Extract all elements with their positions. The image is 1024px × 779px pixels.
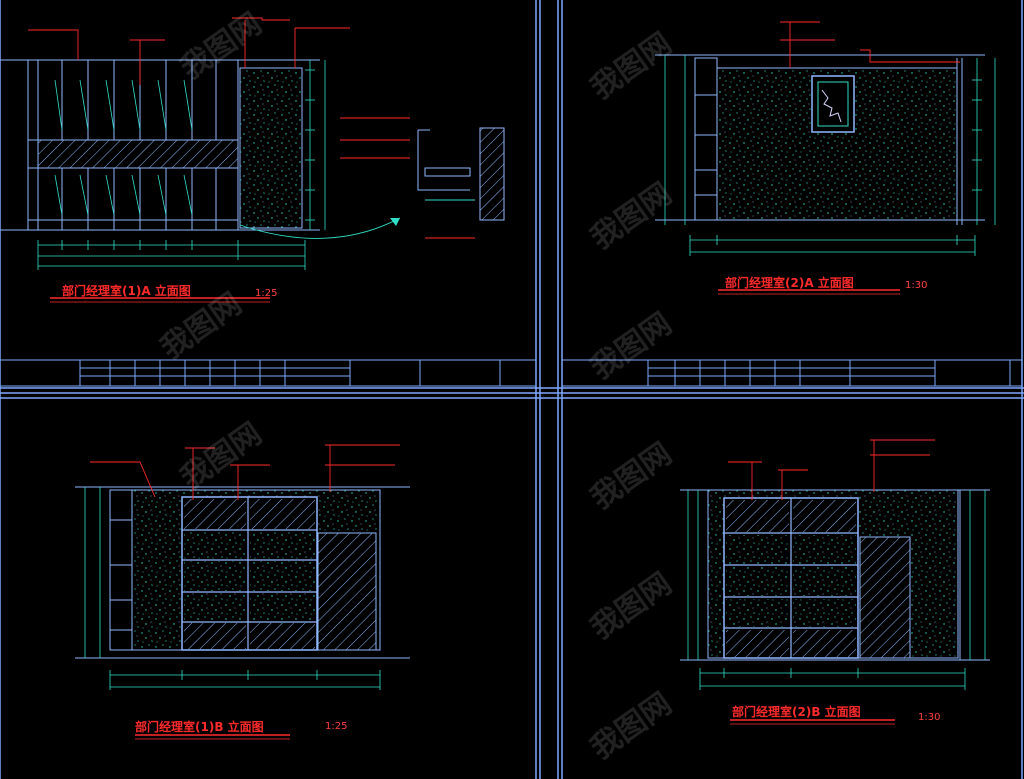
watermark-3: 我图网 [585,176,679,256]
title-block-right [561,359,1023,387]
watermark-4: 我图网 [585,306,679,386]
watermark-8: 我图网 [585,566,679,646]
panel-scale-tr: 1:30 [905,280,927,291]
panel-scale-br: 1:30 [918,712,940,723]
panel-scale-tl: 1:25 [255,288,277,299]
elevation-tl [0,17,505,303]
watermark-7: 我图网 [585,436,679,516]
panel-title-tr: 部门经理室(2)A 立面图 [725,275,854,290]
detail-section [340,117,505,239]
watermark-9: 我图网 [585,686,679,766]
watermark-6: 我图网 [175,416,269,496]
elevation-tr [655,21,996,295]
elevation-bl [75,444,410,740]
panel-scale-bl: 1:25 [325,721,347,732]
watermark-2: 我图网 [585,26,679,106]
panel-title-tl: 部门经理室(1)A 立面图 [62,283,191,298]
panel-title-bl: 部门经理室(1)B 立面图 [135,719,264,734]
title-block-left [0,359,537,387]
panel-title-br: 部门经理室(2)B 立面图 [732,704,861,719]
elevation-br [680,439,990,725]
